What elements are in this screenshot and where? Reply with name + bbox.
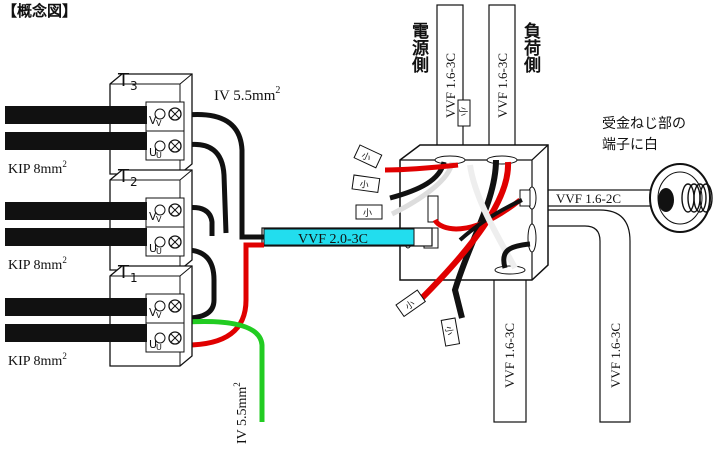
lamp-socket-thread xyxy=(681,183,713,213)
kip-cable-upper xyxy=(5,298,147,316)
source-side-label: 電源側 xyxy=(408,22,430,74)
connector-2: 小 xyxy=(351,174,381,194)
lamp-note-line1: 受金ねじ部の xyxy=(602,116,686,132)
terminal-name: T xyxy=(117,262,130,283)
connector-6: 小 xyxy=(457,99,471,127)
terminal-screw-small xyxy=(154,236,166,248)
kip-cable-lower xyxy=(5,132,147,150)
lamp-receptacle xyxy=(649,163,713,233)
wire-red-bottom xyxy=(185,242,264,348)
vvf-down1-label: VVF 1.6-3C xyxy=(502,323,517,388)
terminal-screw-small xyxy=(154,108,166,120)
kip-cable-upper xyxy=(5,106,147,124)
connector-5: 小 xyxy=(440,317,461,347)
terminal-v-sub: V xyxy=(156,311,162,320)
vvf-source-cable xyxy=(436,4,464,156)
wire-red-2 xyxy=(417,161,512,303)
iv-top-label: IV 5.5mm2 xyxy=(214,85,280,104)
terminal-u-label: U xyxy=(149,146,157,159)
kip-label: KIP 8mm2 xyxy=(8,351,67,369)
wire-black-top-u xyxy=(185,141,229,234)
vvf-lamp-label: VVF 1.6-2C xyxy=(556,191,621,206)
wire-black-top xyxy=(185,111,264,240)
terminal-u-sub: U xyxy=(156,151,162,160)
wire-black-mid-u xyxy=(185,247,217,321)
svg-text:小: 小 xyxy=(359,179,369,191)
terminal-v-label: V xyxy=(149,306,157,319)
vvf-load-label: VVF 1.6-3C xyxy=(495,53,510,118)
wire-red-1 xyxy=(384,162,459,173)
terminal-v-sub: V xyxy=(156,215,162,224)
svg-text:小: 小 xyxy=(442,325,454,336)
terminal-v-sub: V xyxy=(156,119,162,128)
vvf-down-cable-2 xyxy=(493,269,527,423)
terminal-screw-small xyxy=(154,332,166,344)
connector-4: 小 xyxy=(395,289,427,318)
wire-white-2 xyxy=(467,164,518,270)
terminal-sub: 3 xyxy=(130,79,138,93)
kip-label: KIP 8mm2 xyxy=(8,255,67,273)
junction-box xyxy=(399,144,549,281)
lamp-note-line2: 端子に白 xyxy=(602,137,658,153)
kip-label: KIP 8mm2 xyxy=(8,159,67,177)
terminal-u-label: U xyxy=(149,242,157,255)
svg-text:小: 小 xyxy=(457,107,468,116)
kip-cable-upper xyxy=(5,202,147,220)
terminal-screw-small xyxy=(154,204,166,216)
vvf-load-cable xyxy=(488,4,516,156)
wire-green-ground xyxy=(185,319,265,422)
load-side-label: 負荷側 xyxy=(520,22,542,74)
terminal-sub: 2 xyxy=(130,175,138,189)
terminal-name: T xyxy=(117,70,130,91)
diagram-title: 【概念図】 xyxy=(2,2,77,20)
terminal-v-label: V xyxy=(149,114,157,127)
connector-3: 小 xyxy=(355,204,383,220)
vvf-down-cable-1 xyxy=(537,209,631,423)
terminal-screw-small xyxy=(154,140,166,152)
terminal-sub: 1 xyxy=(130,271,138,285)
terminal-u-sub: U xyxy=(156,343,162,352)
kip-cable-lower xyxy=(5,228,147,246)
kip-cable-lower xyxy=(5,324,147,342)
connector-1: 小 xyxy=(353,144,383,169)
terminal-screw-small xyxy=(154,300,166,312)
svg-text:小: 小 xyxy=(360,150,373,164)
terminal-name: T xyxy=(117,166,130,187)
terminal-u-label: U xyxy=(149,338,157,351)
terminal-u-sub: U xyxy=(156,247,162,256)
vvf-down2-label: VVF 1.6-3C xyxy=(608,323,623,388)
vvf-source-label: VVF 1.6-3C xyxy=(443,53,458,118)
terminal-v-label: V xyxy=(149,210,157,223)
vvf-main-label: VVF 2.0-3C xyxy=(298,232,368,247)
iv-bottom-label: IV 5.5mm2 xyxy=(232,382,250,444)
svg-text:小: 小 xyxy=(363,208,372,219)
wire-black-4 xyxy=(501,241,531,269)
wire-red-3 xyxy=(432,198,522,232)
